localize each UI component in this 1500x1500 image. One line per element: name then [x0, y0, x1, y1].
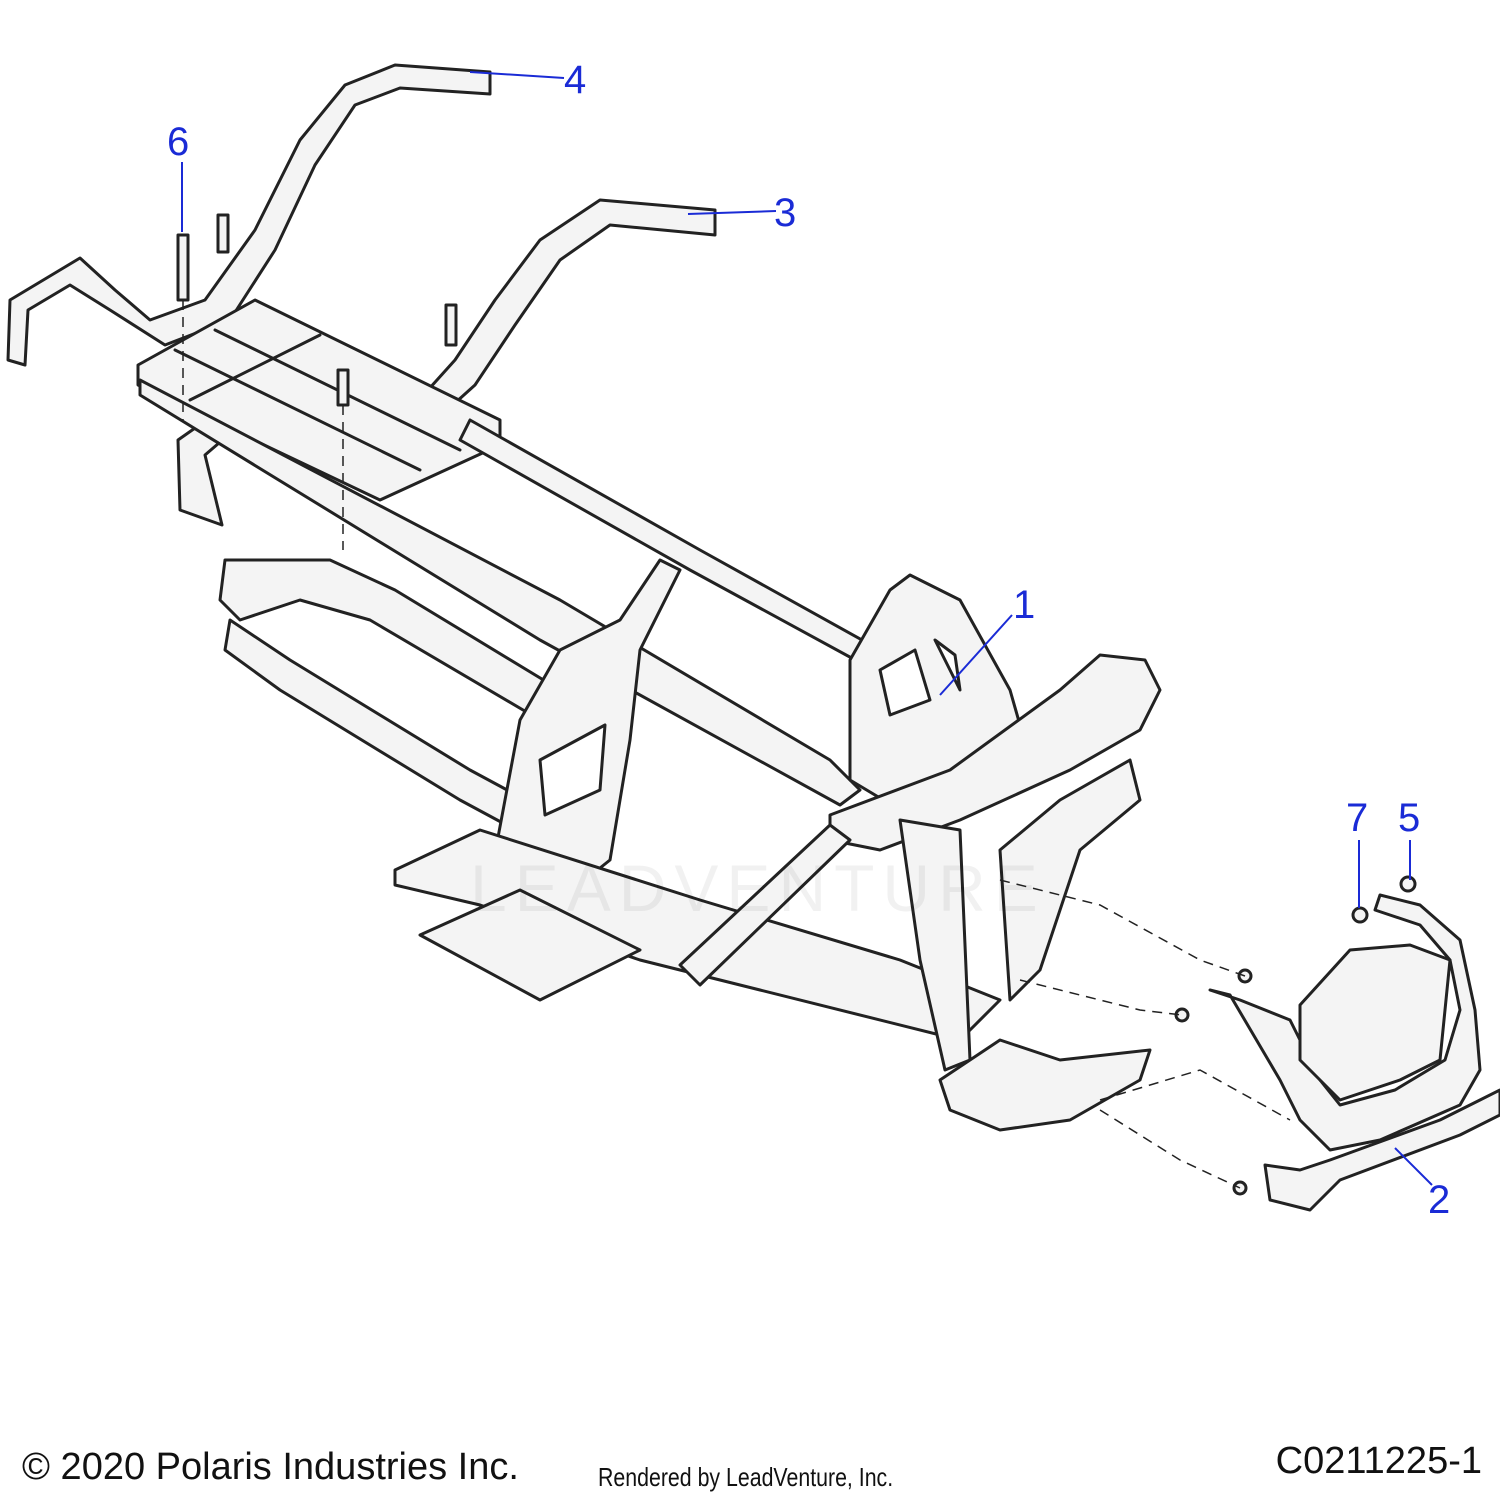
part-2-skid-plate	[1298, 943, 1452, 1102]
leader-3	[687, 210, 777, 215]
part-5-bolt-head	[1399, 875, 1417, 893]
front-tower	[898, 818, 972, 1072]
bolt-d	[336, 368, 350, 407]
front-lower-frame	[938, 1038, 1152, 1132]
callout-7[interactable]: 7	[1346, 796, 1369, 840]
part-6-bolt	[176, 233, 190, 302]
callout-5[interactable]: 5	[1398, 796, 1421, 840]
rear-subframe	[218, 558, 562, 722]
callout-6[interactable]: 6	[167, 120, 190, 164]
callout-4[interactable]: 4	[564, 58, 587, 102]
rendered-by-text: Rendered by LeadVenture, Inc.	[598, 1462, 894, 1492]
assembly-line-2	[1019, 979, 1183, 1016]
bolt-c	[444, 303, 458, 347]
bolt-b	[216, 213, 230, 254]
watermark: LEADVENTURE	[470, 851, 1046, 925]
part-2-bumper	[1208, 893, 1482, 1152]
footwell-plate	[418, 888, 642, 1002]
front-cross-tube	[828, 653, 1162, 852]
callout-3[interactable]: 3	[774, 191, 797, 235]
leader-2	[1394, 1147, 1433, 1186]
assembly-line-3	[1099, 1069, 1291, 1121]
callout-2[interactable]: 2	[1428, 1178, 1451, 1222]
callout-1[interactable]: 1	[1013, 583, 1036, 627]
part-7-nut	[1351, 906, 1369, 924]
part-2-bumper-lower	[1263, 1088, 1500, 1212]
assembly-line-1	[999, 879, 1246, 977]
copyright-text: © 2020 Polaris Industries Inc.	[22, 1446, 519, 1488]
front-tower-2	[998, 758, 1142, 1002]
leader-1	[939, 614, 1013, 696]
assembly-line-4	[1099, 1109, 1241, 1189]
diagonal-brace	[678, 823, 852, 987]
part-4-tube	[6, 63, 492, 367]
leader-4	[469, 71, 565, 79]
drawing-id: C0211225-1	[1275, 1440, 1482, 1482]
